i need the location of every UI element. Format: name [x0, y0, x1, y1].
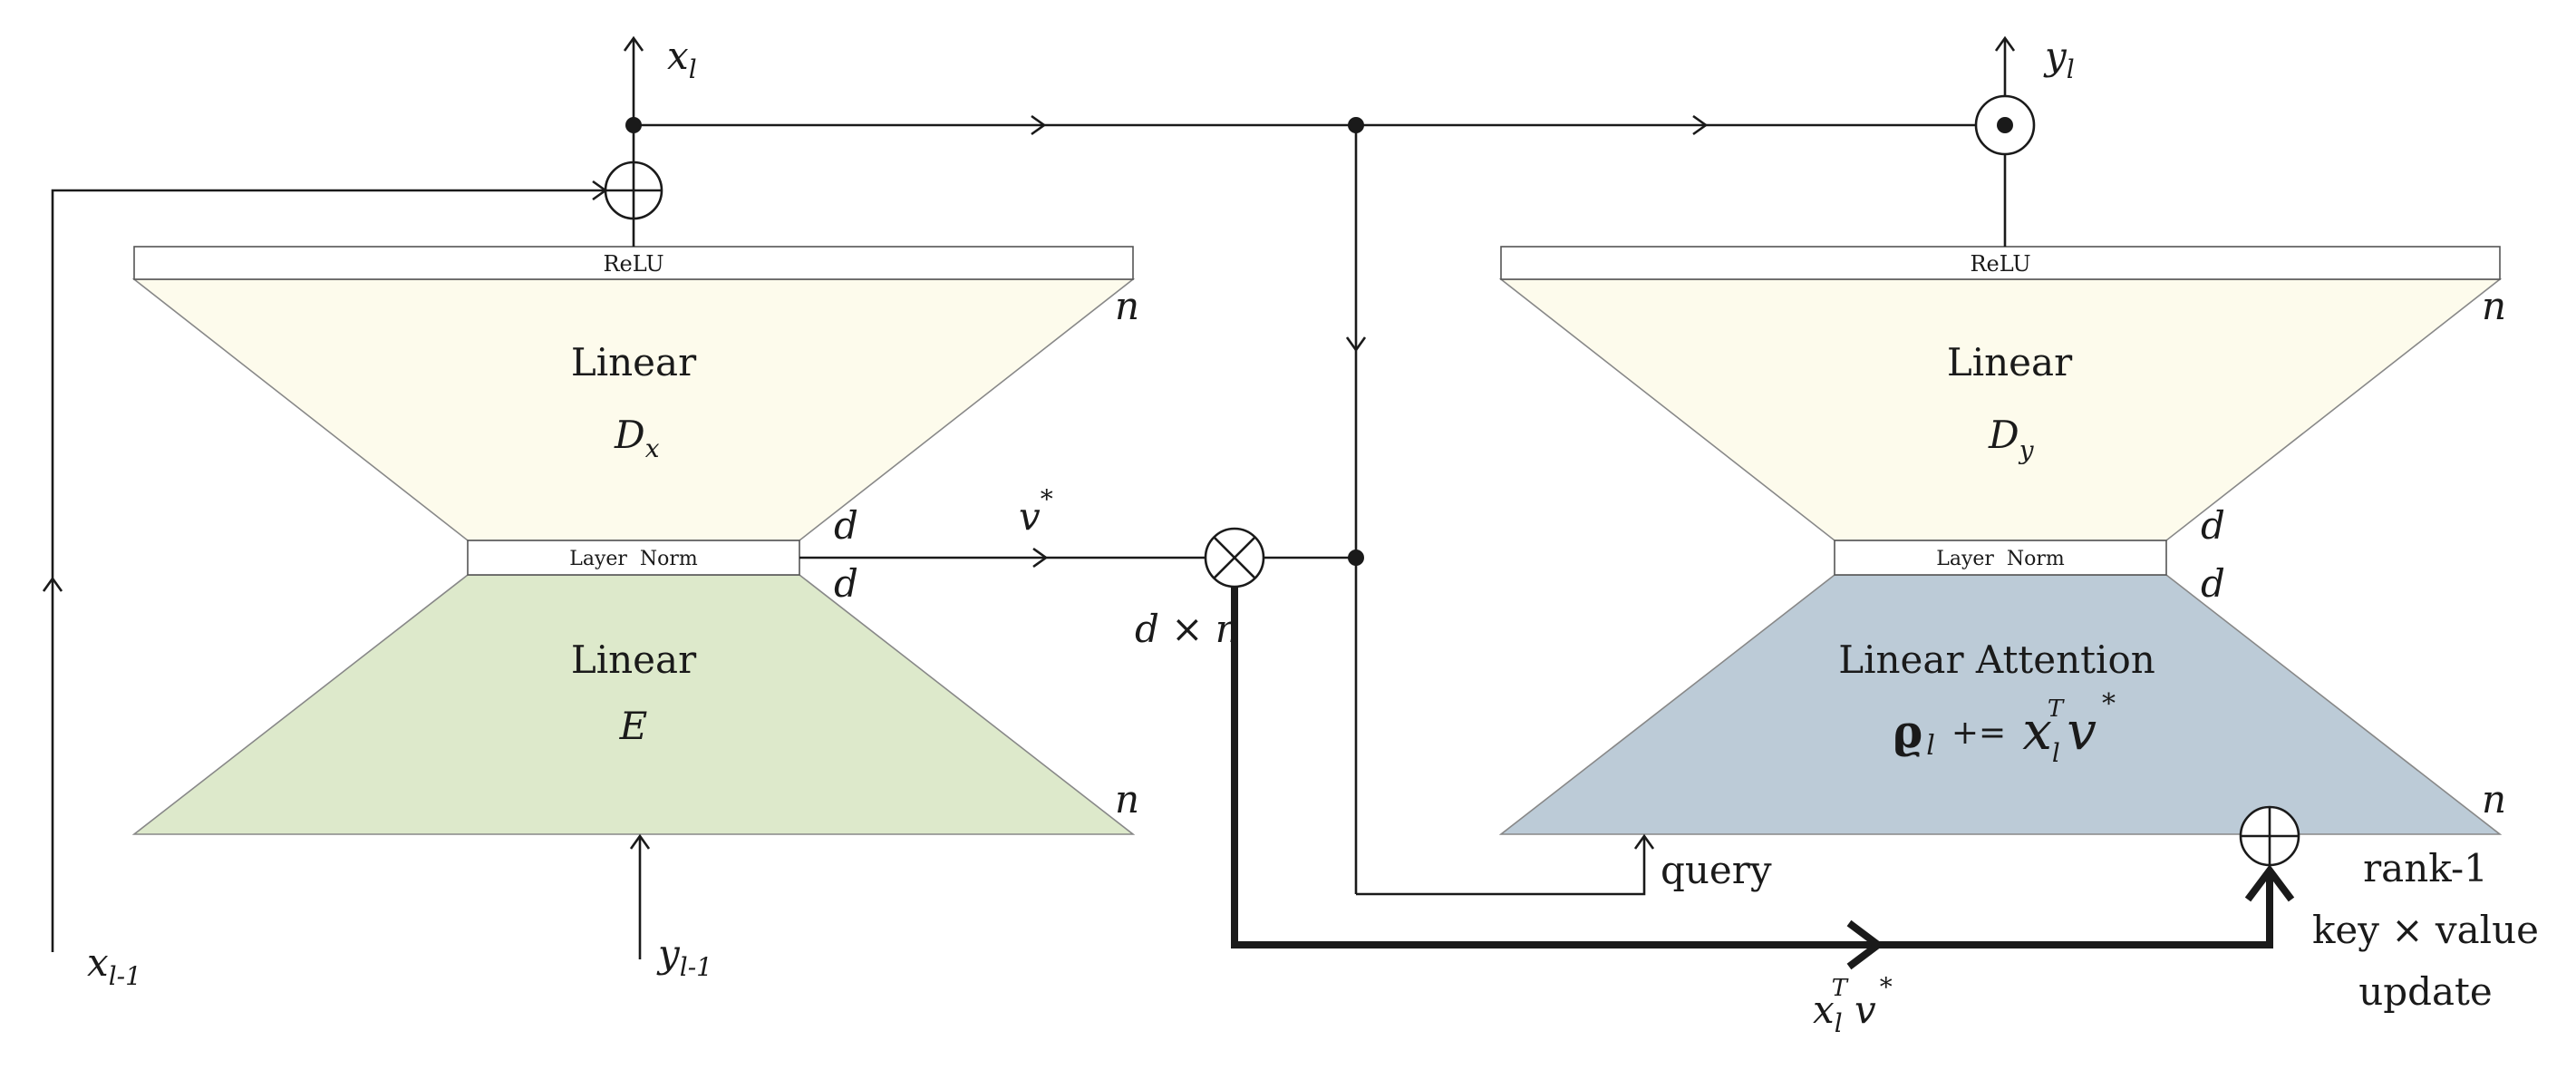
left-relu-bar [133, 246, 1134, 280]
rank1-note-line1: rank-1 [2363, 846, 2488, 890]
hadamard-icon [1974, 94, 2036, 156]
left-dim-d-top: d [834, 503, 858, 548]
label-yl: yl [2043, 34, 2075, 84]
right-dim-n-top: n [2482, 284, 2506, 328]
operators [604, 94, 2300, 867]
left-layernorm-label: Layer Norm [569, 548, 698, 570]
left-decoder-title: Linear [571, 340, 697, 384]
left-decoder-symbol: Dx [614, 413, 660, 463]
label-xl: xl [667, 34, 697, 84]
right-decoder-title: Linear [1947, 340, 2073, 384]
left-dim-n-bottom: n [1115, 777, 1139, 822]
right-decoder-symbol: Dy [1988, 413, 2035, 465]
right-block: ReLU Layer Norm Linear Dy Linear Attenti… [1498, 246, 2506, 835]
left-dim-n-top: n [1115, 284, 1139, 328]
right-decoder-trapezoid [1498, 278, 2503, 541]
rank1-note-line3: update [2358, 969, 2493, 1014]
right-layernorm-bar [1834, 540, 2167, 576]
connections [42, 35, 2295, 970]
rank1-note-line2: key × value [2312, 908, 2539, 952]
right-dim-d-top: d [2201, 503, 2225, 548]
add-icon [604, 160, 663, 220]
label-v-star: v* [1019, 484, 1053, 539]
left-decoder-trapezoid [131, 278, 1136, 541]
right-layernorm-label: Layer Norm [1936, 548, 2065, 570]
label-y-l-minus-1: yl-1 [656, 931, 712, 982]
left-layernorm-bar [467, 540, 800, 576]
label-x-l-minus-1: xl-1 [87, 940, 141, 991]
left-encoder-title: Linear [571, 637, 697, 682]
junction-dot-bus [1348, 117, 1364, 133]
multiply-icon [1204, 527, 1265, 588]
left-block: ReLU Layer Norm Linear Dx Linear E n d d… [131, 246, 1139, 835]
right-relu-label: ReLU [1970, 251, 2030, 277]
rank1-path-a [1231, 587, 1884, 970]
left-encoder-symbol: E [619, 704, 648, 748]
left-relu-label: ReLU [603, 251, 663, 277]
rank1-path-b [1876, 864, 2295, 948]
right-dim-d-bottom: d [2201, 561, 2225, 606]
right-relu-bar [1500, 246, 2501, 280]
skip-input-upper [51, 180, 608, 580]
right-dim-n-bottom: n [2482, 777, 2506, 822]
junction-dot-vstar [1348, 550, 1364, 566]
right-attention-title: Linear Attention [1838, 637, 2155, 682]
query-branch [1356, 833, 1655, 896]
label-query: query [1661, 848, 1772, 892]
label-outer-product: d × n [1135, 607, 1240, 651]
right-attention-trapezoid [1498, 574, 2503, 835]
junction-dot-xl [625, 117, 642, 133]
left-dim-d-bottom: d [834, 561, 858, 606]
rank1-add-icon [2239, 805, 2300, 867]
